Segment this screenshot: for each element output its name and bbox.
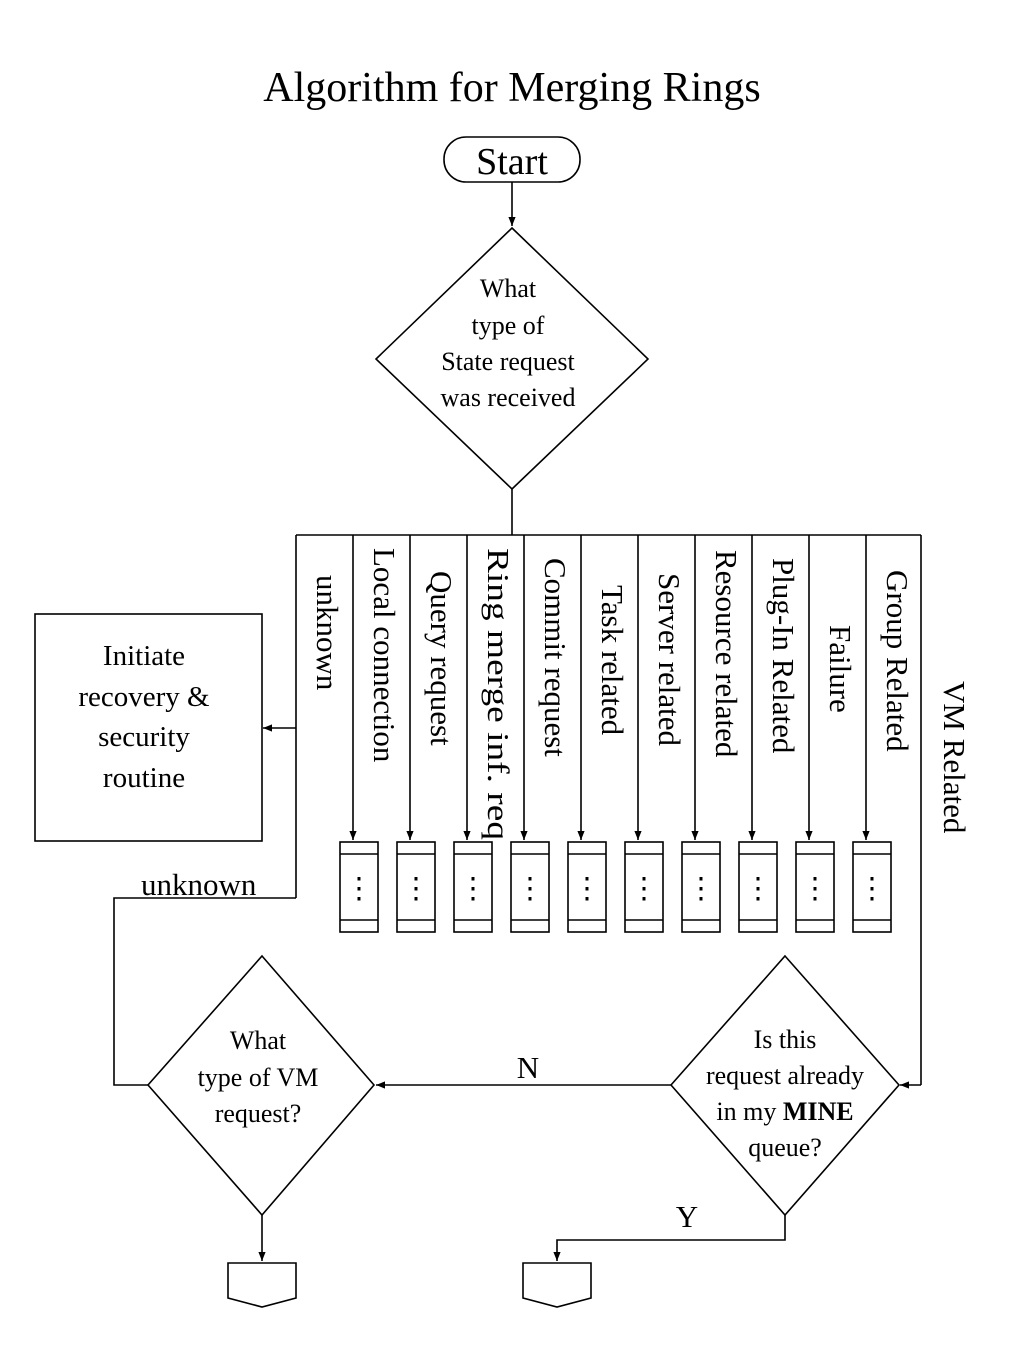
- decision-mine-line-2: request already: [706, 1061, 864, 1090]
- svg-text:⋮: ⋮: [687, 873, 716, 905]
- arrow-yes: [553, 1215, 786, 1261]
- label-no: N: [517, 1050, 539, 1085]
- unknown-label: unknown: [141, 867, 257, 902]
- svg-text:⋮: ⋮: [858, 873, 887, 905]
- branch-label-query-request: Query request: [424, 571, 459, 746]
- decision-state-line-3: State request: [441, 347, 575, 376]
- branch-label-ring-merge: Ring merge inf. req: [481, 548, 516, 840]
- recovery-box: [34, 613, 263, 842]
- offpage-connector-left: [227, 1262, 297, 1308]
- branch-label-vm-related: VM Related: [937, 681, 972, 834]
- svg-text:⋮: ⋮: [573, 873, 602, 905]
- queue-failure: ⋮: [795, 841, 835, 933]
- decision-mine-line-3: in my MINE: [716, 1097, 853, 1126]
- offpage-connector-right: [522, 1262, 592, 1308]
- queue-resource-related: ⋮: [681, 841, 721, 933]
- queue-server-related: ⋮: [624, 841, 664, 933]
- decision-state-line-1: What: [480, 274, 537, 303]
- branch-label-unknown: unknown: [310, 575, 345, 691]
- label-yes: Y: [676, 1199, 698, 1234]
- decision-mine-line-1: Is this: [754, 1025, 817, 1054]
- queue-local-connection: ⋮: [339, 841, 379, 933]
- decision-state-line-2: type of: [472, 311, 545, 340]
- svg-text:⋮: ⋮: [801, 873, 830, 905]
- branch-label-local-connection: Local connection: [367, 548, 402, 763]
- branch-label-failure: Failure: [823, 625, 858, 713]
- branch-label-plugin-related: Plug-In Related: [766, 558, 801, 754]
- branch-label-commit-request: Commit request: [538, 558, 573, 757]
- recovery-line-3: security: [98, 721, 190, 753]
- queue-group-related: ⋮: [852, 841, 892, 933]
- decision-mine-line-4: queue?: [748, 1133, 822, 1162]
- decision-vm-line-3: request?: [215, 1099, 302, 1128]
- svg-text:⋮: ⋮: [630, 873, 659, 905]
- branch-label-server-related: Server related: [652, 573, 687, 746]
- queue-commit-request: ⋮: [510, 841, 550, 933]
- queue-plugin-related: ⋮: [738, 841, 778, 933]
- branch-label-task-related: Task related: [595, 585, 630, 736]
- queue-task-related: ⋮: [567, 841, 607, 933]
- start-label: Start: [476, 141, 548, 183]
- decision-state-line-4: was received: [441, 383, 576, 412]
- decision-vm-line-1: What: [230, 1026, 287, 1055]
- svg-text:⋮: ⋮: [744, 873, 773, 905]
- unknown-loop-line: [113, 897, 296, 1086]
- branch-label-resource-related: Resource related: [709, 550, 744, 758]
- svg-text:⋮: ⋮: [516, 873, 545, 905]
- diagram-title: Algorithm for Merging Rings: [263, 65, 760, 111]
- svg-text:⋮: ⋮: [345, 873, 374, 905]
- decision-vm-line-2: type of VM: [198, 1063, 319, 1092]
- queue-query-request: ⋮: [396, 841, 436, 933]
- recovery-line-4: routine: [103, 762, 185, 794]
- svg-text:⋮: ⋮: [459, 873, 488, 905]
- branch-label-group-related: Group Related: [880, 570, 915, 752]
- queue-ring-merge: ⋮: [453, 841, 493, 933]
- svg-text:⋮: ⋮: [402, 873, 431, 905]
- recovery-line-2: recovery &: [78, 681, 210, 713]
- recovery-line-1: Initiate: [103, 640, 185, 672]
